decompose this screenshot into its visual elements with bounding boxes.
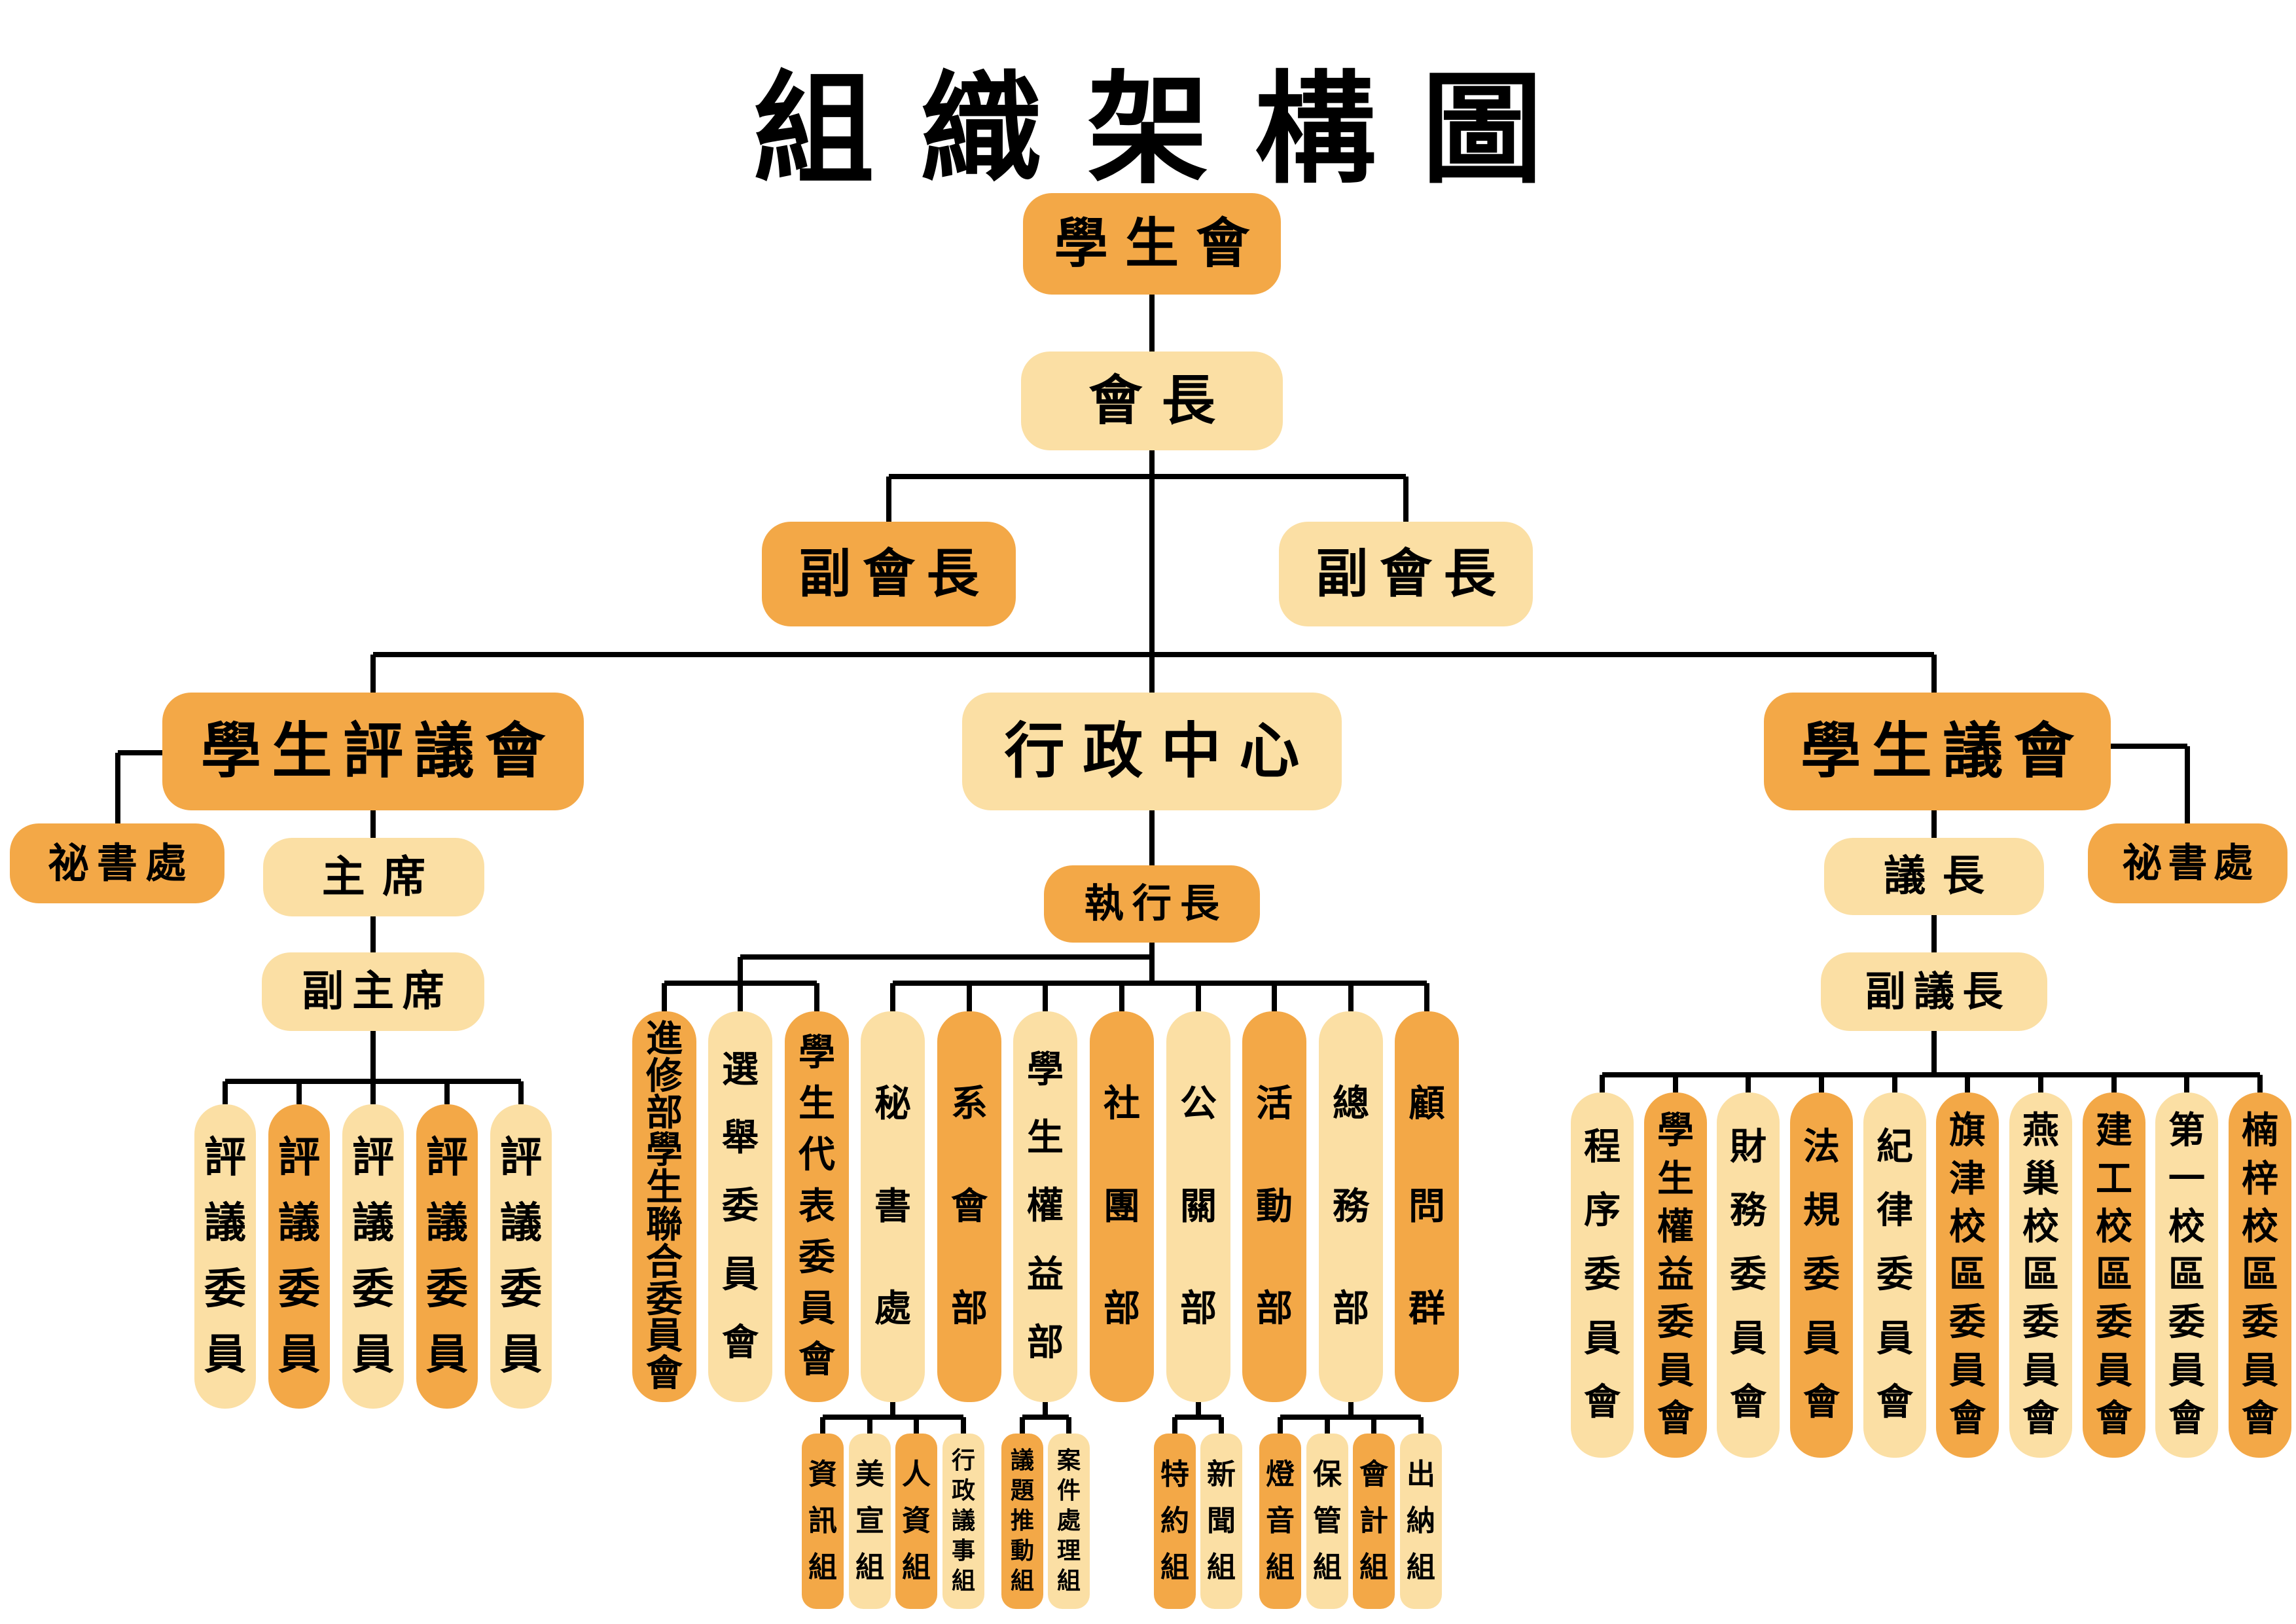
admin-department-column: 秘書處 [861, 1011, 925, 1402]
parliament-committee-column: 學生權益委員會 [1644, 1092, 1707, 1458]
council-member-column: 評議委員 [490, 1104, 552, 1409]
box-parliament-secretariat: 祕書處 [2088, 823, 2287, 903]
box-parliament-vice-speaker: 副議長 [1821, 952, 2047, 1031]
council-member-column: 評議委員 [268, 1104, 330, 1409]
admin-team-box: 新聞組 [1200, 1434, 1242, 1609]
parliament-committee-column: 旗津校區委員會 [1936, 1092, 1999, 1458]
admin-team-box: 保管組 [1306, 1434, 1348, 1609]
box-admin-head: 行政中心 [962, 693, 1342, 810]
box-president: 會長 [1021, 352, 1283, 450]
admin-team-box: 出納組 [1400, 1434, 1442, 1609]
parliament-committee-column: 建工校區委員會 [2083, 1092, 2145, 1458]
box-admin-ceo: 執行長 [1044, 865, 1260, 943]
parliament-committee-column: 法規委員會 [1790, 1092, 1853, 1458]
admin-department-column: 社團部 [1090, 1011, 1154, 1402]
parliament-committee-column: 第一校區委員會 [2155, 1092, 2218, 1458]
admin-committee-column: 選舉委員會 [708, 1011, 772, 1402]
admin-team-box: 案件處理組 [1048, 1434, 1090, 1609]
box-council-secretariat: 祕書處 [10, 823, 224, 903]
box-vice-president-1: 副會長 [762, 522, 1016, 626]
admin-department-column: 活動部 [1242, 1011, 1306, 1402]
page-title: 組織架構圖 [753, 59, 1589, 200]
council-member-column: 評議委員 [194, 1104, 256, 1409]
admin-team-box: 美宣組 [849, 1434, 891, 1609]
box-vice-president-2: 副會長 [1279, 522, 1533, 626]
admin-committee-column: 進修部學生聯合委員會 [632, 1011, 696, 1402]
admin-team-box: 燈音組 [1259, 1434, 1301, 1609]
admin-team-box: 人資組 [895, 1434, 937, 1609]
parliament-committee-column: 財務委員會 [1717, 1092, 1780, 1458]
box-student-union: 學生會 [1023, 193, 1281, 295]
council-member-column: 評議委員 [416, 1104, 478, 1409]
council-member-column: 評議委員 [342, 1104, 404, 1409]
admin-department-column: 系會部 [937, 1011, 1001, 1402]
parliament-committee-column: 燕巢校區委員會 [2009, 1092, 2072, 1458]
parliament-committee-column: 楠梓校區委員會 [2229, 1092, 2291, 1458]
admin-team-box: 資訊組 [802, 1434, 844, 1609]
admin-department-column: 公關部 [1166, 1011, 1230, 1402]
admin-department-column: 顧問群 [1395, 1011, 1459, 1402]
admin-team-box: 行政議事組 [942, 1434, 984, 1609]
box-council-vice-chair: 副主席 [262, 952, 484, 1031]
admin-team-box: 會計組 [1353, 1434, 1395, 1609]
admin-committee-column: 學生代表委員會 [785, 1011, 849, 1402]
parliament-committee-column: 程序委員會 [1571, 1092, 1634, 1458]
box-council-chair: 主席 [263, 838, 484, 916]
box-parliament-speaker: 議長 [1824, 838, 2044, 915]
admin-team-box: 特約組 [1154, 1434, 1196, 1609]
admin-department-column: 學生權益部 [1013, 1011, 1077, 1402]
admin-department-column: 總務部 [1319, 1011, 1383, 1402]
parliament-committee-column: 紀律委員會 [1863, 1092, 1926, 1458]
box-council-head: 學生評議會 [162, 693, 584, 810]
admin-team-box: 議題推動組 [1001, 1434, 1043, 1609]
box-parliament-head: 學生議會 [1764, 693, 2111, 810]
